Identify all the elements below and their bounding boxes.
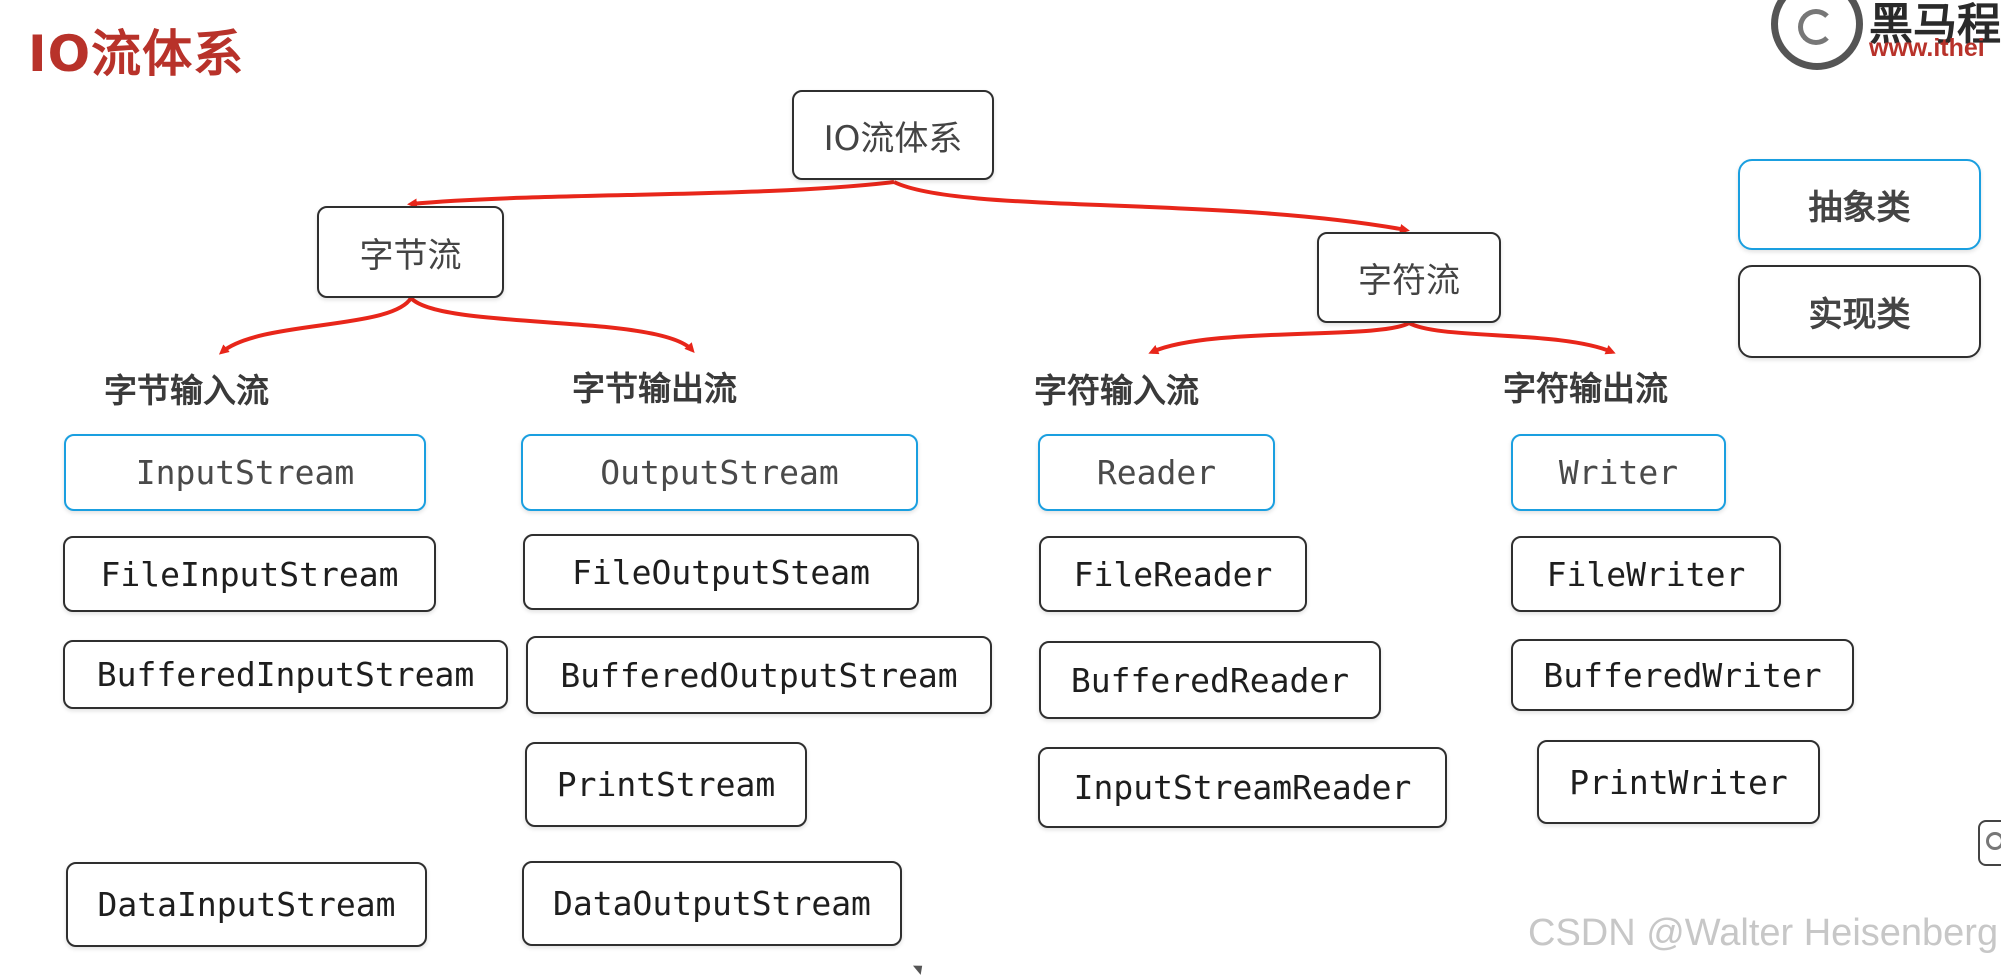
heading-char-output: 字符输出流 (1503, 369, 1668, 408)
class-bufferedoutputstream: BufferedOutputStream (526, 636, 992, 714)
brand-name: 黑马程 (1869, 0, 2001, 50)
arrow-byte-to-output (409, 296, 695, 353)
class-bufferedreader: BufferedReader (1039, 641, 1381, 719)
class-bufferedinputstream: BufferedInputStream (63, 640, 508, 709)
heading-byte-output: 字节输出流 (572, 369, 737, 408)
arrow-byte-to-input (218, 296, 413, 355)
root-node: IO流体系 (792, 90, 994, 180)
class-inputstreamreader: InputStreamReader (1038, 747, 1447, 828)
class-fileinputstream: FileInputStream (63, 536, 436, 612)
heading-byte-input: 字节输入流 (104, 371, 269, 410)
class-filewriter: FileWriter (1511, 536, 1781, 612)
class-fileoutputsteam: FileOutputSteam (523, 534, 919, 610)
side-panel-icon (1978, 820, 2001, 866)
watermark: CSDN @Walter Heisenberg (1528, 912, 1999, 954)
legend-concrete-class: 实现类 (1738, 265, 1981, 358)
class-dataoutputstream: DataOutputStream (522, 861, 902, 946)
class-datainputstream: DataInputStream (66, 862, 427, 947)
page-title: IO流体系 (28, 25, 245, 83)
abstract-class-outputstream: OutputStream (521, 434, 918, 511)
class-printstream: PrintStream (525, 742, 807, 827)
arrow-char-to-output (1408, 321, 1616, 355)
abstract-class-reader: Reader (1038, 434, 1275, 511)
legend-abstract-class: 抽象类 (1738, 159, 1981, 250)
class-bufferedwriter: BufferedWriter (1511, 639, 1854, 711)
byte-stream-node: 字节流 (317, 206, 504, 298)
brand-url: www.ithei (1869, 34, 1985, 62)
abstract-class-writer: Writer (1511, 434, 1726, 511)
arrow-root-to-char-stream (893, 180, 1410, 234)
class-printwriter: PrintWriter (1537, 740, 1820, 824)
char-stream-node: 字符流 (1317, 232, 1501, 323)
arrow-char-to-input (1148, 321, 1411, 355)
class-filereader: FileReader (1039, 536, 1307, 612)
brand-logo-area: 黑马程 www.ithei (1771, 0, 2001, 72)
abstract-class-inputstream: InputStream (64, 434, 426, 511)
arrow-root-to-byte-stream (407, 180, 895, 209)
heading-char-input: 字符输入流 (1034, 371, 1199, 410)
